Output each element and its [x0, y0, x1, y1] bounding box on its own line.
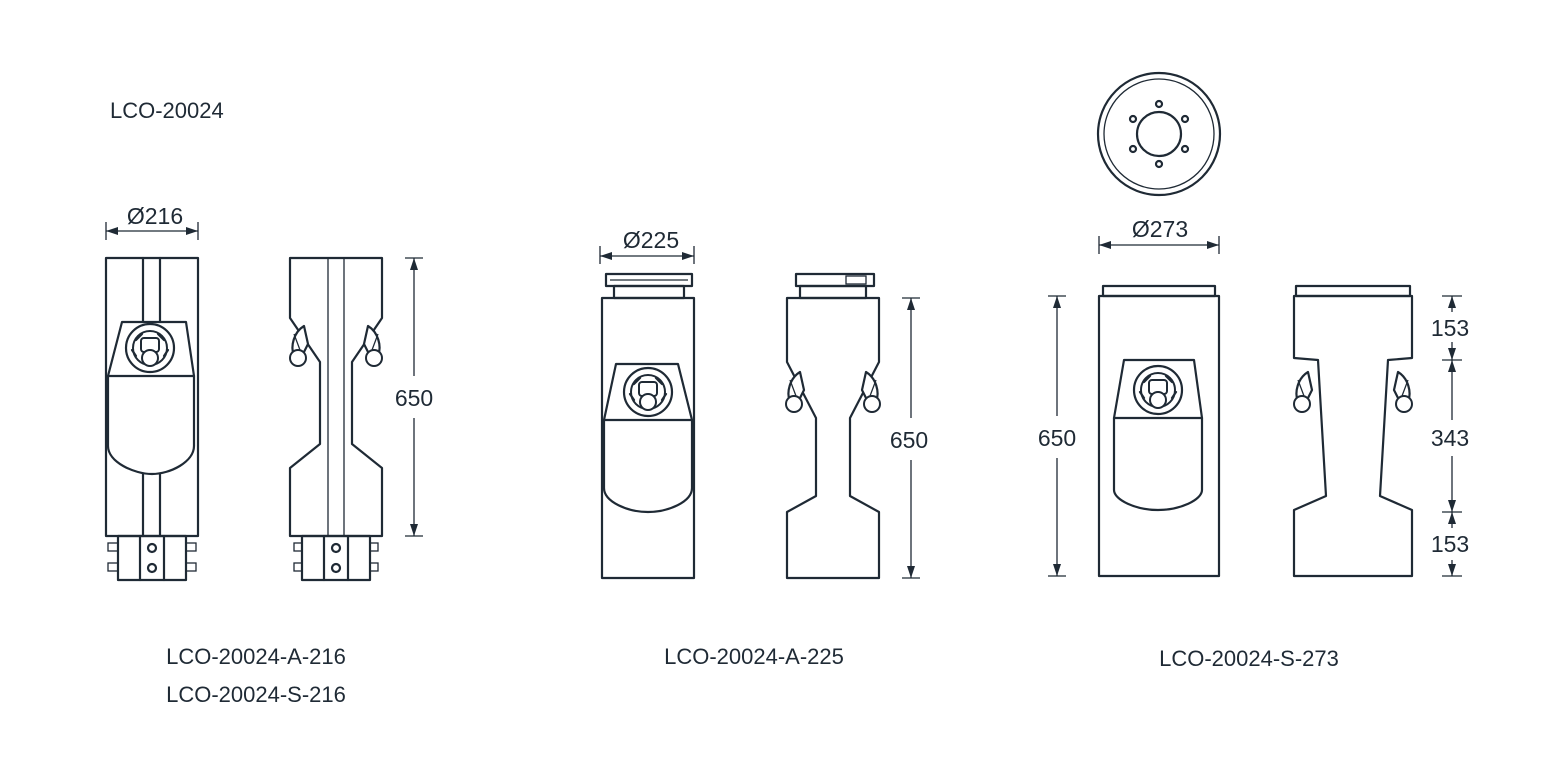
model-c-segment-dimensions: 153 343 153 [1431, 295, 1469, 577]
drawing-title: LCO-20024 [110, 98, 224, 123]
model-c-label-1: LCO-20024-S-273 [1159, 646, 1339, 671]
model-b-height-label: 650 [890, 427, 928, 453]
model-c-height-dimension: 650 [1038, 295, 1076, 577]
model-a-height-label: 650 [395, 385, 433, 411]
model-a-label-1: LCO-20024-A-216 [166, 644, 346, 669]
model-a-diameter-label: Ø216 [127, 203, 183, 229]
model-c-side-view [1292, 284, 1414, 578]
model-a-label-2: LCO-20024-S-216 [166, 682, 346, 707]
model-c-segment-bottom-label: 153 [1431, 531, 1469, 557]
model-c-segment-top-label: 153 [1431, 315, 1469, 341]
model-b-front-view [600, 272, 696, 580]
model-a-side-view [288, 256, 384, 582]
model-c-height-label: 650 [1038, 425, 1076, 451]
model-b-side-view [784, 272, 882, 580]
model-a-diameter-dimension: Ø216 [105, 203, 199, 240]
model-c-top-view [1096, 71, 1222, 197]
model-c-diameter-label: Ø273 [1132, 216, 1188, 242]
model-c-front-view [1097, 284, 1221, 578]
model-c-diameter-dimension: Ø273 [1098, 216, 1220, 254]
model-a-height-dimension: 650 [395, 257, 433, 537]
model-b-diameter-label: Ø225 [623, 227, 679, 253]
model-c-segment-middle-label: 343 [1431, 425, 1469, 451]
model-b-height-dimension: 650 [890, 297, 928, 579]
model-a-front-view [104, 256, 200, 582]
model-b-diameter-dimension: Ø225 [599, 227, 695, 264]
model-b-label-1: LCO-20024-A-225 [664, 644, 844, 669]
